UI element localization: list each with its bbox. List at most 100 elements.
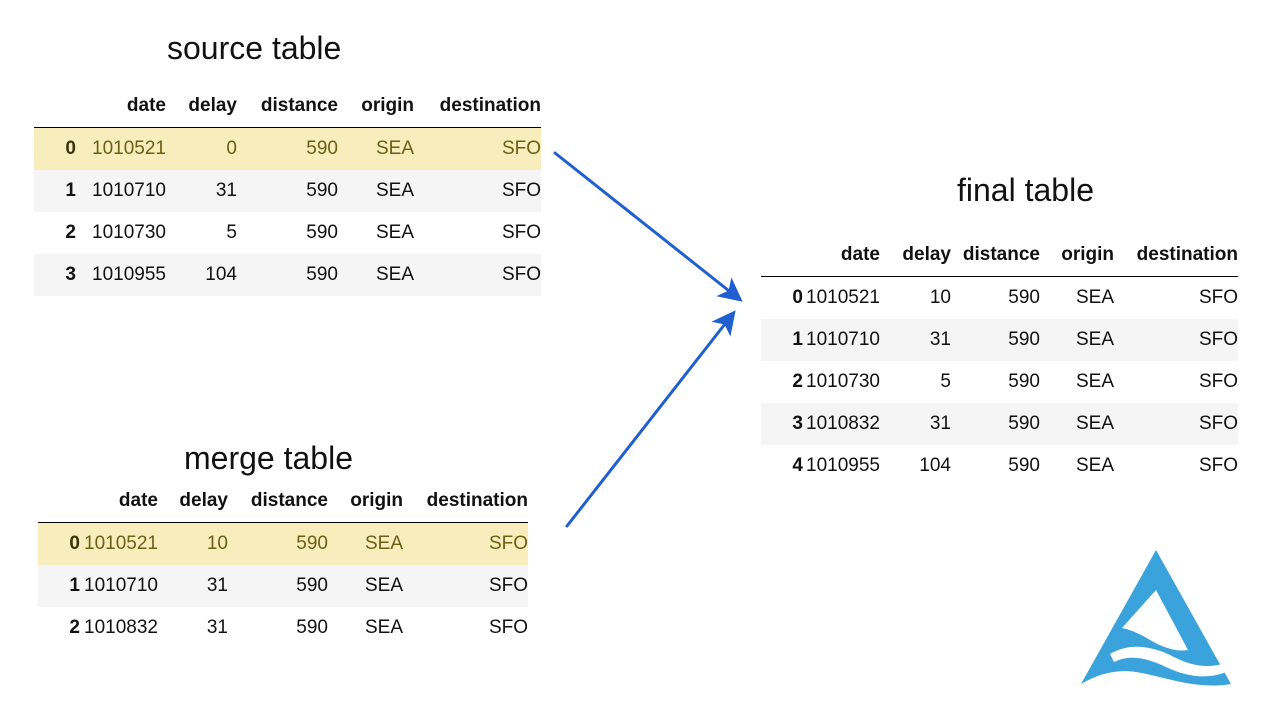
table-cell: 1010521: [92, 138, 166, 159]
table-cell: 590: [1008, 329, 1040, 350]
table-cell: SEA: [364, 575, 403, 596]
table-cell: SEA: [364, 617, 403, 638]
table-cell: SFO: [1198, 287, 1238, 308]
row-index: 1: [69, 575, 80, 596]
table-cell: 590: [306, 264, 338, 285]
table-cell: 590: [296, 617, 328, 638]
table-cell: 0: [226, 138, 237, 159]
table-cell: SEA: [1075, 287, 1114, 308]
table-cell: 31: [206, 575, 228, 596]
table-cell: 104: [919, 455, 951, 476]
table-cell: 1010730: [92, 222, 166, 243]
column-header: date: [118, 490, 158, 511]
table-row: 1 1010710 31 590 SEA SFO: [34, 170, 541, 212]
table-cell: SFO: [1198, 329, 1238, 350]
header-row: date delay distance origin destination: [34, 85, 541, 128]
delta-lake-logo-icon: [1081, 550, 1231, 686]
row-index: 3: [65, 264, 76, 285]
row-index: 2: [65, 222, 76, 243]
table-cell: 590: [306, 222, 338, 243]
table-cell: 10: [929, 287, 951, 308]
table-cell: 590: [1008, 413, 1040, 434]
row-index: 0: [792, 287, 803, 308]
row-index: 4: [792, 455, 803, 476]
table-cell: 590: [296, 533, 328, 554]
column-header: delay: [188, 95, 237, 116]
source-table: date delay distance origin destination 0 10105…: [34, 85, 541, 296]
column-header: destination: [426, 490, 528, 511]
table-cell: 590: [296, 575, 328, 596]
table-cell: SFO: [1198, 371, 1238, 392]
table-cell: SFO: [501, 222, 541, 243]
table-cell: 31: [215, 180, 237, 201]
table-cell: 590: [1008, 455, 1040, 476]
row-index: 2: [69, 617, 80, 638]
table-cell: 31: [206, 617, 228, 638]
table-cell: 1010521: [806, 287, 880, 308]
row-index: 2: [792, 371, 803, 392]
row-index: 0: [69, 533, 80, 554]
table-cell: SFO: [501, 180, 541, 201]
table-cell: 5: [940, 371, 951, 392]
table-cell: 1010730: [806, 371, 880, 392]
table-cell: 1010710: [806, 329, 880, 350]
arrow-merge-to-final: [565, 310, 736, 528]
column-header: origin: [350, 490, 403, 511]
table-cell: SFO: [488, 533, 528, 554]
table-cell: SFO: [488, 617, 528, 638]
table-cell: 5: [226, 222, 237, 243]
table-cell: 1010710: [84, 575, 158, 596]
table-cell: SEA: [1075, 329, 1114, 350]
row-index: 0: [65, 138, 76, 159]
source-table-title: source table: [167, 30, 342, 66]
column-header: date: [840, 244, 880, 265]
table-cell: 104: [205, 264, 237, 285]
merge-table-title: merge table: [184, 440, 353, 476]
table-cell: SEA: [375, 138, 414, 159]
column-header: date: [126, 95, 166, 116]
final-table-title: final table: [957, 172, 1094, 208]
table-cell: 1010832: [84, 617, 158, 638]
table-cell: 10: [206, 533, 228, 554]
column-header: destination: [1136, 244, 1238, 265]
table-cell: 590: [1008, 287, 1040, 308]
table-cell: SFO: [501, 138, 541, 159]
table-cell: SEA: [375, 264, 414, 285]
table-cell: SEA: [364, 533, 403, 554]
row-index: 1: [792, 329, 803, 350]
column-header: origin: [1061, 244, 1114, 265]
column-header: destination: [439, 95, 541, 116]
arrow-source-to-final: [553, 151, 743, 302]
table-cell: 1010832: [806, 413, 880, 434]
table-cell: SEA: [1075, 413, 1114, 434]
table-cell: 31: [929, 329, 951, 350]
table-cell: SEA: [375, 180, 414, 201]
column-header: delay: [179, 490, 228, 511]
column-header: distance: [260, 95, 338, 116]
table-cell: 590: [306, 180, 338, 201]
table-cell: 31: [929, 413, 951, 434]
table-cell: 1010710: [92, 180, 166, 201]
table-cell: 1010955: [806, 455, 880, 476]
row-index: 3: [792, 413, 803, 434]
row-index: 1: [65, 180, 76, 201]
column-header: distance: [250, 490, 328, 511]
header-row: date delay distance origin destination: [38, 480, 528, 523]
column-header: origin: [361, 95, 414, 116]
table-cell: SFO: [1198, 455, 1238, 476]
